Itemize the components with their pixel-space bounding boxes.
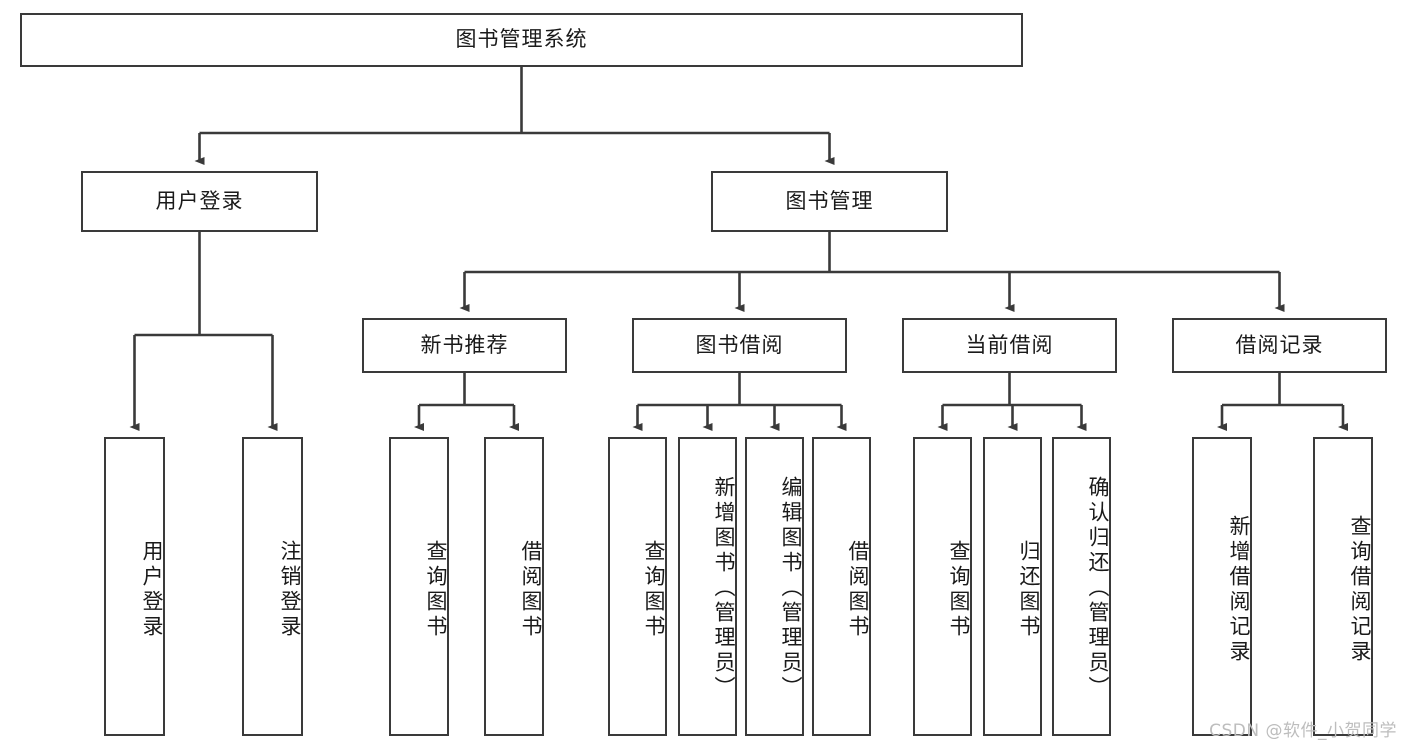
node-leaf-user-logout[interactable]: 注销登录 (242, 437, 303, 736)
node-leaf-query-book-borrow-label: 查询图书 (642, 539, 666, 640)
node-borrow-record-label: 借阅记录 (1235, 332, 1324, 357)
node-leaf-query-book-recommend[interactable]: 查询图书 (389, 437, 449, 736)
node-leaf-query-book-recommend-label: 查询图书 (424, 539, 448, 640)
node-leaf-add-borrow-record[interactable]: 新增借阅记录 (1192, 437, 1252, 736)
node-user-login-label: 用户登录 (155, 188, 244, 213)
node-current-borrow-label: 当前借阅 (965, 332, 1054, 357)
csdn-watermark: CSDN @软件_小贺同学 (1209, 721, 1397, 741)
node-root-label: 图书管理系统 (455, 27, 588, 52)
node-leaf-confirm-return[interactable]: 确认归还（管理员） (1052, 437, 1111, 736)
node-leaf-borrow-book-recommend-label: 借阅图书 (519, 539, 543, 640)
node-leaf-query-book-current[interactable]: 查询图书 (913, 437, 972, 736)
node-new-book-recommend[interactable]: 新书推荐 (362, 318, 567, 373)
node-book-borrow-label: 图书借阅 (695, 332, 784, 357)
node-leaf-borrow-book-label: 借阅图书 (846, 539, 870, 640)
node-user-login[interactable]: 用户登录 (81, 171, 318, 232)
node-leaf-user-logout-label: 注销登录 (278, 539, 302, 640)
node-borrow-record[interactable]: 借阅记录 (1172, 318, 1387, 373)
node-leaf-add-book-label: 新增图书（管理员） (712, 476, 736, 701)
node-leaf-query-borrow-record[interactable]: 查询借阅记录 (1313, 437, 1373, 736)
node-leaf-confirm-return-label: 确认归还（管理员） (1086, 476, 1110, 701)
node-leaf-add-borrow-record-label: 新增借阅记录 (1227, 514, 1251, 665)
node-leaf-user-login-label: 用户登录 (140, 539, 164, 640)
node-leaf-add-book[interactable]: 新增图书（管理员） (678, 437, 737, 736)
node-leaf-edit-book[interactable]: 编辑图书（管理员） (745, 437, 804, 736)
node-root[interactable]: 图书管理系统 (20, 13, 1023, 67)
node-book-borrow[interactable]: 图书借阅 (632, 318, 847, 373)
node-leaf-return-book-label: 归还图书 (1017, 539, 1041, 640)
node-leaf-borrow-book-recommend[interactable]: 借阅图书 (484, 437, 544, 736)
node-book-manage[interactable]: 图书管理 (711, 171, 948, 232)
node-current-borrow[interactable]: 当前借阅 (902, 318, 1117, 373)
node-leaf-edit-book-label: 编辑图书（管理员） (779, 476, 803, 701)
node-leaf-query-book-borrow[interactable]: 查询图书 (608, 437, 667, 736)
node-leaf-query-book-current-label: 查询图书 (947, 539, 971, 640)
node-leaf-return-book[interactable]: 归还图书 (983, 437, 1042, 736)
node-new-book-recommend-label: 新书推荐 (420, 332, 509, 357)
node-leaf-borrow-book[interactable]: 借阅图书 (812, 437, 871, 736)
node-book-manage-label: 图书管理 (785, 188, 874, 213)
node-leaf-user-login[interactable]: 用户登录 (104, 437, 165, 736)
node-leaf-query-borrow-record-label: 查询借阅记录 (1348, 514, 1372, 665)
